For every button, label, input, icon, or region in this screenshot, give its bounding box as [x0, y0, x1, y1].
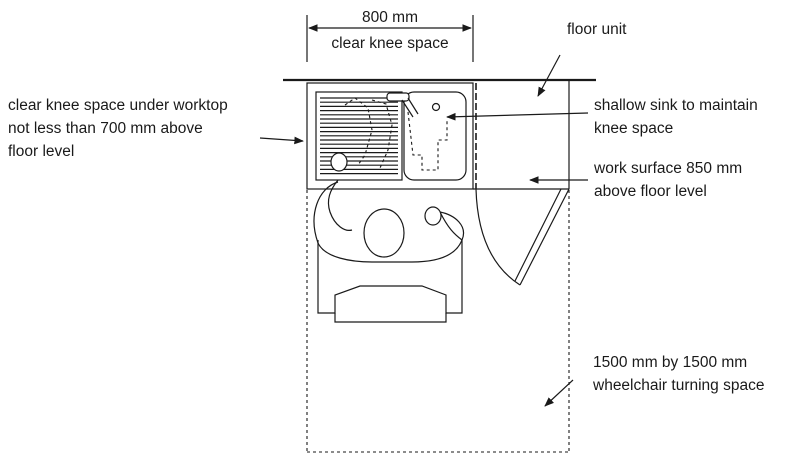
- floor-unit-label: floor unit: [567, 21, 627, 38]
- knee-outline-left: [344, 97, 373, 166]
- user-right-hand: [424, 206, 442, 226]
- wheelchair-turning-space: [306, 190, 570, 453]
- sink-plug: [431, 102, 441, 112]
- tap-body: [386, 92, 410, 102]
- knee-space-label-line2: not less than 700 mm above: [8, 120, 203, 137]
- floor-unit-door: [475, 188, 570, 286]
- wheelchair-frame: [317, 240, 463, 314]
- sink-label-line2: knee space: [594, 120, 673, 137]
- knee-space-label-line1: clear knee space under worktop: [8, 97, 228, 114]
- floor-unit-leader: [537, 54, 561, 97]
- knee-space-dimension: 800 mm clear knee space: [306, 9, 474, 62]
- user-head: [363, 208, 405, 258]
- wheelchair-back: [334, 313, 447, 323]
- user-left-arm: [327, 179, 353, 231]
- tap-spout: [401, 99, 414, 118]
- sink-leader: [446, 112, 589, 121]
- dimension-caption: clear knee space: [331, 35, 448, 52]
- knee-space-worktop: [306, 82, 474, 190]
- knee-outline-right: [371, 99, 393, 169]
- user-left-hand: [330, 152, 348, 172]
- sink-bowl: [403, 91, 467, 181]
- tap-spout-edge: [407, 97, 419, 115]
- wheelchair-user: [313, 152, 464, 323]
- tap: [386, 92, 419, 118]
- knee-space-label-line3: floor level: [8, 143, 74, 160]
- turning-space-label-line2: wheelchair turning space: [592, 377, 764, 394]
- turning-space-label-line1: 1500 mm by 1500 mm: [593, 354, 747, 371]
- floor-unit: [473, 80, 570, 190]
- work-surface-label-line1: work surface 850 mm: [593, 160, 742, 177]
- user-torso: [313, 181, 464, 263]
- sink-pipework: [407, 111, 448, 171]
- knee-space-leader: [259, 136, 304, 145]
- door-swing-arc: [475, 188, 521, 286]
- dimension-value: 800 mm: [362, 9, 418, 26]
- sink-label-line1: shallow sink to maintain: [594, 97, 758, 114]
- turning-space-leader: [544, 379, 574, 407]
- door-leaf-inner: [514, 188, 562, 282]
- work-surface-label-line2: above floor level: [594, 183, 707, 200]
- user-right-arm: [439, 211, 463, 241]
- sink-drainer: [315, 91, 403, 181]
- door-leaf-outer: [519, 188, 570, 286]
- drainer-grooves: [320, 97, 398, 175]
